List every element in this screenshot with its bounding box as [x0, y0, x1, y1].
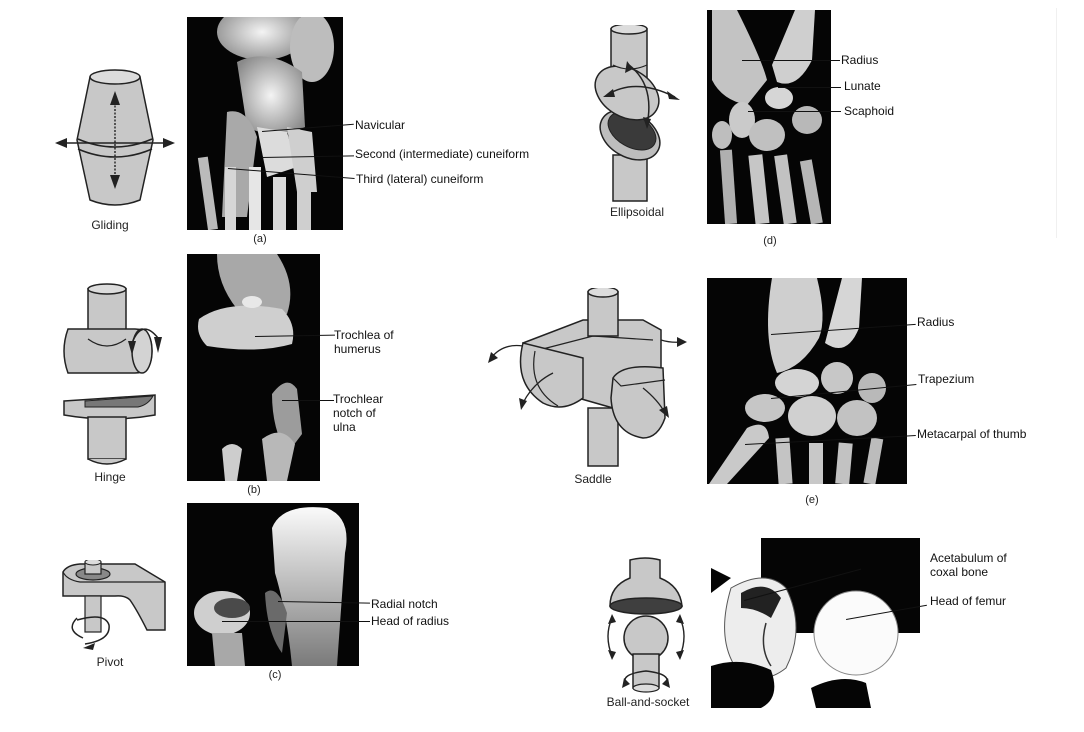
- xray-photo-elbow: [187, 254, 320, 481]
- joint-type-label: Ball-and-socket: [606, 695, 690, 709]
- callout-metacarpal-thumb: Metacarpal of thumb: [917, 427, 1027, 441]
- panel-letter: (b): [247, 484, 261, 496]
- xray-photo-wrist-d: [707, 10, 831, 224]
- callout-scaphoid: Scaphoid: [844, 104, 895, 118]
- xray-photo-foot: [187, 17, 343, 230]
- leader-line: [778, 87, 841, 88]
- callout-second-cuneiform: Second (intermediate) cuneiform: [355, 147, 530, 161]
- pivot-joint-icon: [62, 560, 166, 650]
- gliding-joint-icon: [55, 69, 175, 206]
- callout-trapezium: Trapezium: [918, 372, 975, 386]
- joint-type-label: Ellipsoidal: [609, 205, 665, 219]
- leader-line: [742, 60, 840, 61]
- joint-type-label: Hinge: [94, 470, 126, 484]
- panel-letter: (c): [268, 669, 282, 681]
- panel-letter: (a): [253, 233, 267, 245]
- callout-radius: Radius: [841, 53, 879, 67]
- callout-trochlea-humerus: Trochlea of humerus: [334, 328, 394, 356]
- leader-line: [748, 111, 841, 112]
- callout-third-cuneiform: Third (lateral) cuneiform: [356, 172, 484, 186]
- ellipsoidal-joint-icon: [594, 25, 680, 202]
- saddle-joint-icon: [488, 288, 687, 467]
- page-edge-line: [1056, 8, 1057, 238]
- joint-type-label: Gliding: [91, 218, 129, 232]
- xray-photo-wrist-e: [707, 278, 907, 484]
- leader-line: [222, 621, 370, 622]
- leader-line: [282, 400, 334, 401]
- hinge-joint-icon: [63, 283, 162, 465]
- ball-and-socket-joint-icon: [607, 557, 685, 693]
- callout-head-of-femur: Head of femur: [930, 594, 1007, 608]
- callout-trochlear-notch-ulna: Trochlear notch of ulna: [333, 392, 384, 434]
- callout-navicular: Navicular: [355, 118, 406, 132]
- panel-letter: (e): [805, 494, 819, 506]
- callout-head-of-radius: Head of radius: [371, 614, 450, 628]
- panel-letter: (d): [763, 235, 777, 247]
- callout-lunate: Lunate: [844, 79, 881, 93]
- callout-radius: Radius: [917, 315, 955, 329]
- joint-type-label: Saddle: [574, 472, 612, 486]
- xray-photo-forearm: [187, 503, 359, 666]
- callout-acetabulum: Acetabulum of coxal bone: [930, 551, 1007, 579]
- joint-type-label: Pivot: [96, 655, 124, 669]
- photo-hip-joint: [711, 538, 920, 708]
- callout-radial-notch: Radial notch: [371, 597, 438, 611]
